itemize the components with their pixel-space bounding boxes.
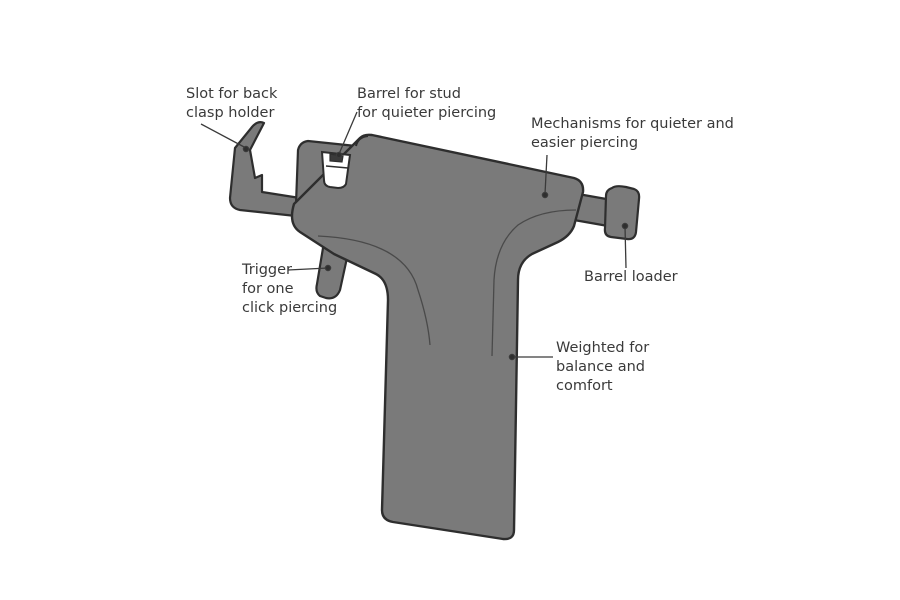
label-barrel-loader: Barrel loader <box>584 268 678 287</box>
leader-barrel <box>338 111 358 155</box>
label-barrel-for-stud: Barrel for stud for quieter piercing <box>357 85 496 123</box>
label-line: for one <box>242 281 294 297</box>
label-line: Slot for back <box>186 86 278 102</box>
leader-mechanisms <box>544 154 548 195</box>
leader-dot-weighted <box>508 353 516 361</box>
label-line: Barrel for stud <box>357 86 461 102</box>
barrel-stud-line <box>325 165 349 169</box>
leader-dot-trigger <box>324 264 332 272</box>
label-line: clasp holder <box>186 105 275 121</box>
body-contour-left <box>317 235 431 346</box>
label-line: Weighted for <box>556 340 650 356</box>
gun-body <box>290 133 585 541</box>
label-trigger: Trigger for one click piercing <box>242 261 337 318</box>
label-mechanisms: Mechanisms for quieter and easier pierci… <box>531 115 734 153</box>
leader-dot-barrel <box>335 151 343 159</box>
label-line: click piercing <box>242 300 338 316</box>
label-weighted: Weighted for balance and comfort <box>556 339 649 396</box>
label-line: Trigger <box>242 262 293 278</box>
label-line: Mechanisms for quieter and <box>531 116 734 132</box>
leader-barrel-loader <box>624 225 627 269</box>
leader-slot <box>200 123 247 149</box>
body-top-edge <box>355 135 369 147</box>
leader-dot-mechanisms <box>541 191 549 199</box>
barrel-window <box>320 150 352 190</box>
label-slot-for-back-clasp-holder: Slot for back clasp holder <box>186 85 277 123</box>
barrel-loader-cap <box>603 185 641 241</box>
leaders <box>200 111 629 361</box>
label-line: comfort <box>556 378 613 394</box>
leader-dot-barrel-loader <box>621 222 629 230</box>
label-line: easier piercing <box>531 135 639 151</box>
label-line: Barrel loader <box>584 269 678 285</box>
body-contour-right <box>491 209 577 357</box>
leader-dot-slot <box>242 145 250 153</box>
clasp-holder-arm <box>228 121 302 218</box>
leader-trigger <box>287 267 329 271</box>
label-line: for quieter piercing <box>357 105 497 121</box>
label-line: balance and <box>556 359 645 375</box>
